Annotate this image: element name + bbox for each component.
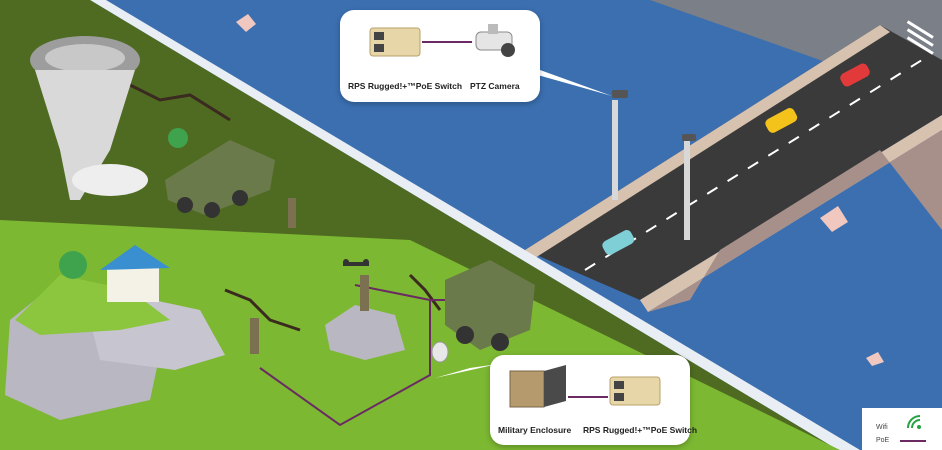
callout-camera-label: PTZ Camera [470, 81, 520, 91]
drone [343, 259, 369, 266]
legend-poe-line [900, 440, 926, 442]
far-riverbank [650, 0, 942, 110]
divider-stripe [90, 0, 860, 450]
poe-switch-icon [369, 27, 421, 57]
crosswalk [906, 20, 934, 55]
water-rock [236, 14, 256, 32]
tree [59, 251, 87, 279]
camera-pole [612, 90, 628, 200]
cliff-grass-top [15, 275, 170, 335]
soldier [250, 318, 259, 354]
poe-link [568, 396, 608, 398]
military-truck [445, 260, 535, 351]
ground-cracks [129, 83, 442, 332]
ptz-camera-icon [475, 24, 515, 57]
water-rock [820, 206, 848, 232]
military-enclosure-icon [509, 365, 566, 408]
poe-link [422, 41, 472, 43]
legend-poe-label: PoE [876, 437, 890, 444]
callout-pointer-bottom [435, 364, 498, 378]
callout-switch-label: RPS Rugged!+™PoE Switch [583, 425, 698, 435]
callout-ptz-camera: RPS Rugged!+™PoE Switch PTZ Camera [340, 10, 540, 102]
wifi-icon [907, 415, 921, 429]
soldier [288, 198, 296, 228]
bridge-underside [648, 130, 942, 312]
callout-pointer-top [520, 70, 612, 96]
soldier [360, 275, 369, 311]
legend-wifi-label: Wifi [876, 424, 888, 431]
poe-switch-icon [609, 376, 661, 406]
legend: Wifi PoE [862, 408, 942, 450]
car-yellow [765, 108, 798, 133]
tree [168, 128, 188, 148]
callout-military-enclosure: Military Enclosure RPS Rugged!+™PoE Swit… [490, 355, 697, 445]
water-rock [866, 352, 884, 366]
armored-vehicle [165, 140, 275, 218]
camera-pole [682, 134, 696, 240]
lane-markings [584, 54, 931, 271]
car-cyan [602, 230, 635, 255]
house [100, 245, 170, 302]
satellite-dish [431, 341, 449, 363]
callout-enclosure-label: Military Enclosure [498, 425, 572, 435]
cliff-rock-small [325, 305, 405, 360]
callout-switch-label: RPS Rugged!+™PoE Switch [348, 81, 463, 91]
tornado [30, 36, 148, 200]
car-red [840, 63, 870, 87]
